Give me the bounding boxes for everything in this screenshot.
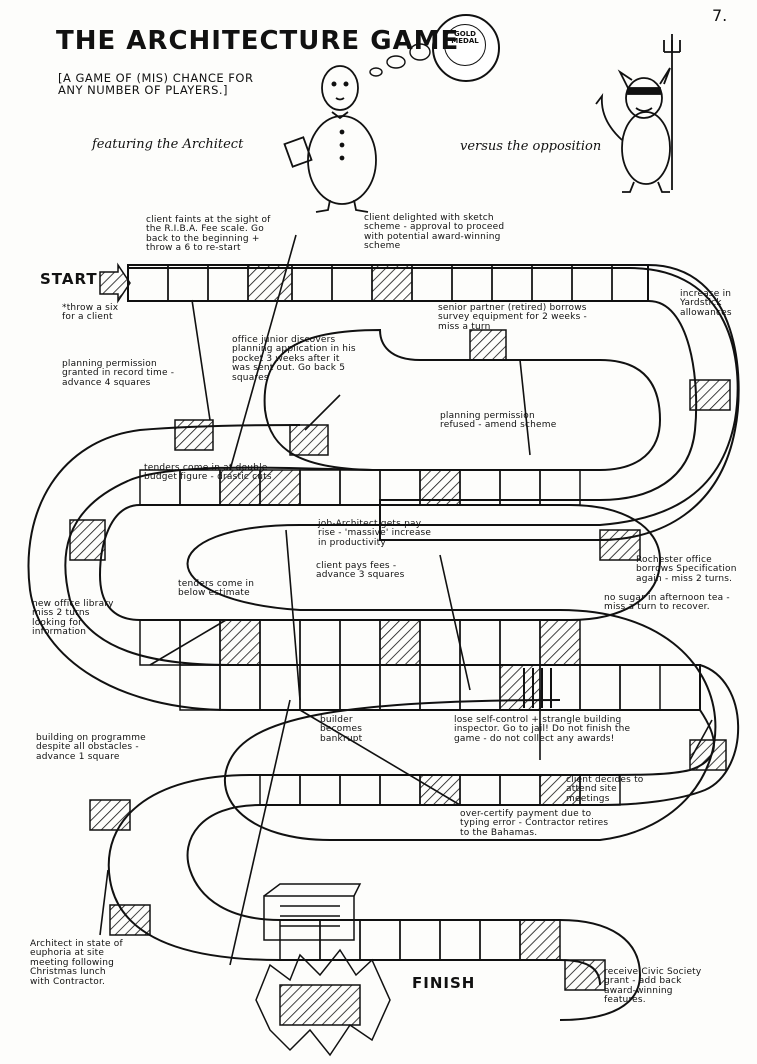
square-note-14: new office library miss 2 turns looking … — [32, 599, 114, 638]
finish-label: FINISH — [412, 974, 476, 992]
track-outer-edge — [128, 267, 739, 841]
square-note-2: client delighted with sketch scheme - ap… — [364, 213, 505, 252]
devil-figure — [595, 34, 681, 193]
square-note-20: Architect in state of euphoria at site m… — [30, 939, 123, 987]
gold-medal-label: GOLD MEDAL — [451, 30, 479, 46]
gold-medal-inner-ring — [444, 24, 486, 66]
page-number: 7. — [712, 6, 728, 25]
square-note-10: Rochester office borrows Specification a… — [636, 555, 737, 584]
square-note-16: lose self-control + strangle building in… — [454, 715, 631, 744]
square-note-11: client pays fees - advance 3 squares — [316, 561, 405, 581]
jail-square — [523, 668, 552, 708]
square-note-5: office junior discovers planning applica… — [232, 335, 356, 383]
square-note-19: over-certify payment due to typing error… — [460, 809, 609, 838]
square-note-21: receive Civic Society grant - add back a… — [604, 967, 702, 1006]
square-note-13: no sugar in afternoon tea - miss a turn … — [604, 593, 730, 613]
square-note-15: builder becomes bankrupt — [320, 715, 363, 744]
square-note-4: senior partner (retired) borrows survey … — [438, 303, 587, 332]
page-title: THE ARCHITECTURE GAME — [56, 26, 460, 56]
start-note: *throw a six for a client — [62, 303, 119, 323]
featuring-caption: featuring the Architect — [92, 137, 244, 152]
start-label: START — [40, 270, 98, 288]
square-note-3: increase in Yardstick allowances — [680, 289, 732, 318]
square-note-7: planning permission refused - amend sche… — [440, 411, 557, 431]
page-subtitle: [A GAME OF (MIS) CHANCE FOR ANY NUMBER O… — [58, 71, 254, 98]
square-note-18: client decides to attend site meetings — [566, 775, 644, 804]
architect-figure — [283, 65, 377, 213]
square-note-12: tenders come in below estimate — [178, 579, 255, 599]
square-note-6: planning permission granted in record ti… — [62, 359, 175, 388]
square-note-9: job-Architect gets pay rise - 'massive' … — [318, 519, 432, 548]
versus-caption: versus the opposition — [460, 139, 602, 154]
start-arrow — [99, 262, 131, 304]
building-illustration — [255, 883, 391, 1057]
square-note-17: building on programme despite all obstac… — [36, 733, 146, 762]
square-note-1: client faints at the sight of the R.I.B.… — [146, 215, 271, 254]
square-note-8: tenders come in at double budget figure … — [144, 463, 272, 483]
